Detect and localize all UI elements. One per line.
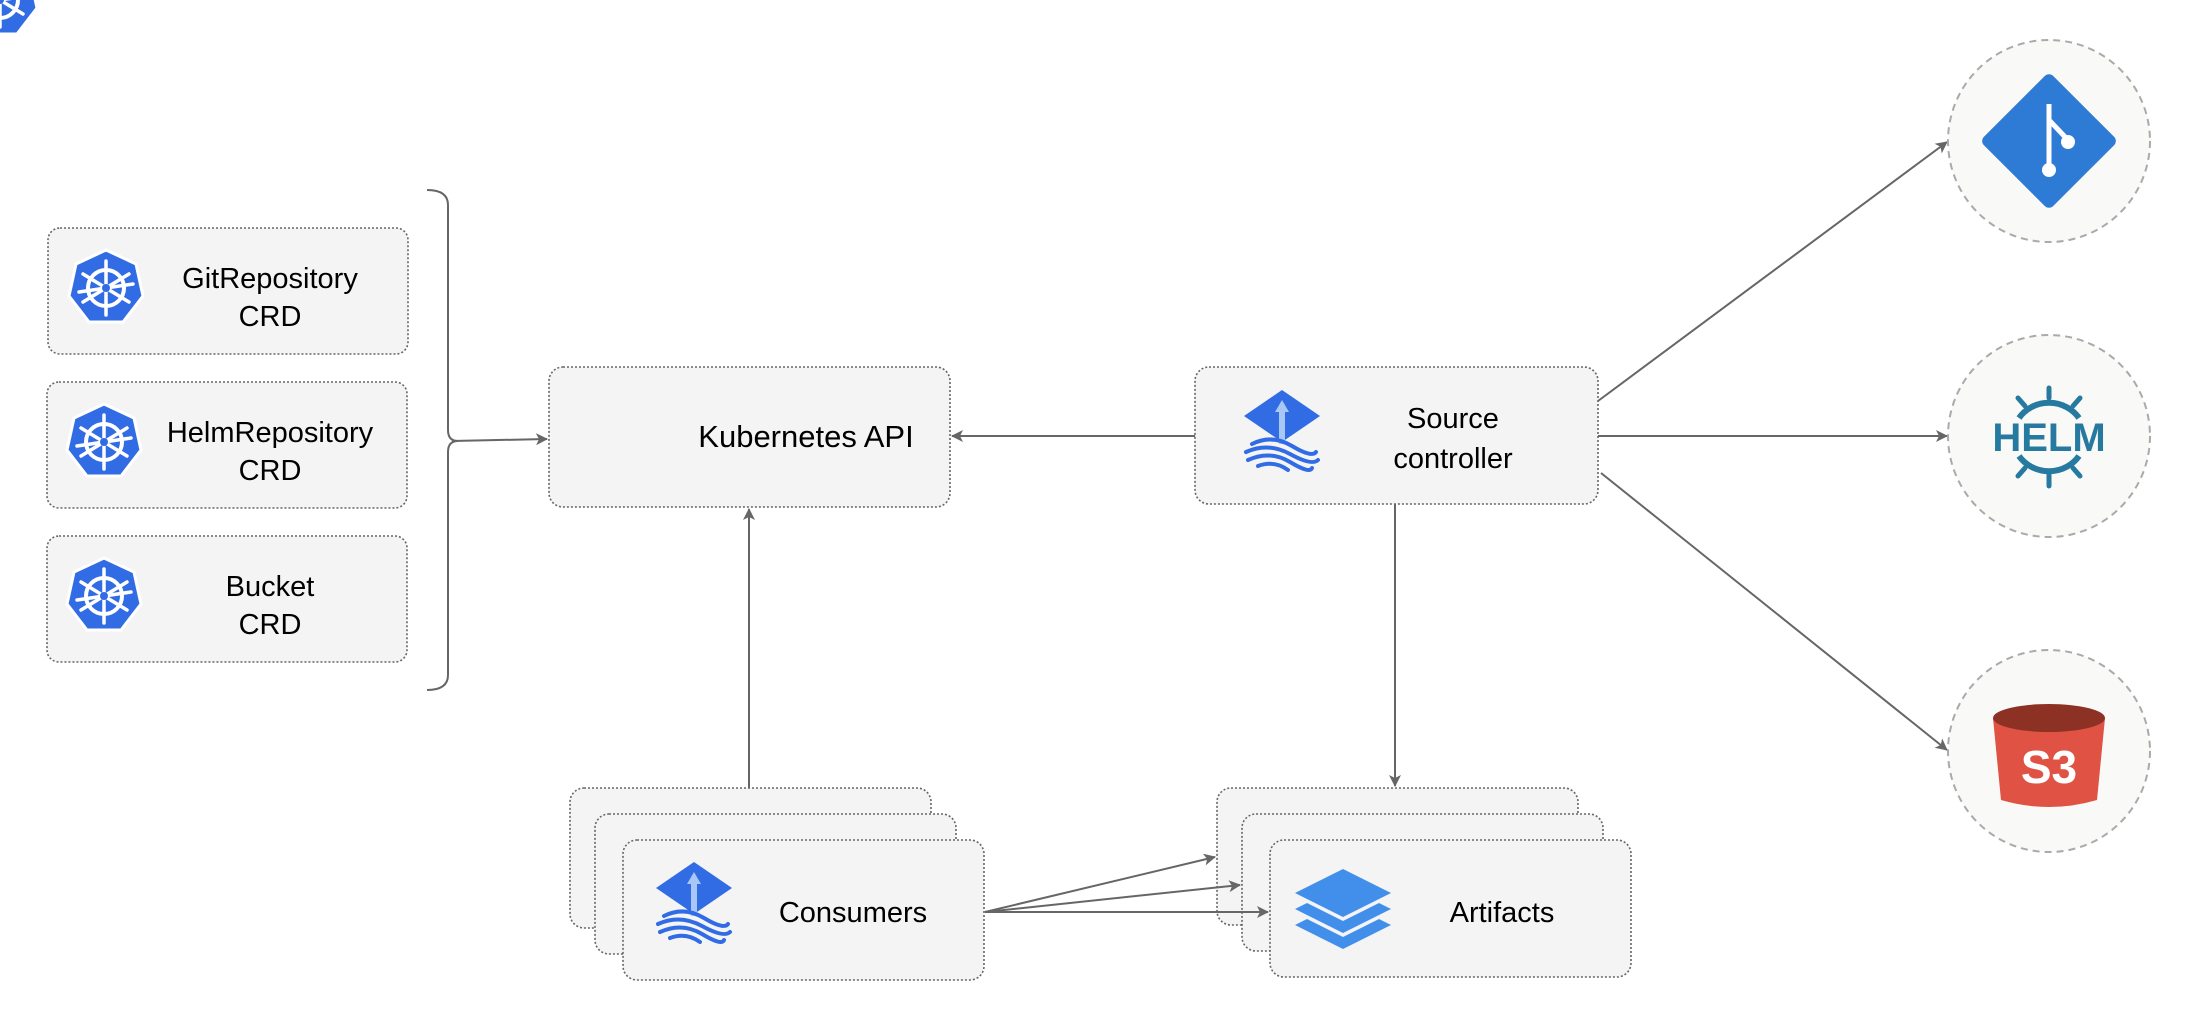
edge-consumers-to-artifact [984, 853, 1216, 913]
crd-label: GitRepository [182, 263, 358, 295]
edge-controller-to-git [1597, 141, 1948, 402]
consumers-to-artifacts-edges [984, 853, 1269, 918]
s3-label: S3 [2021, 741, 2077, 793]
crd-label: HelmRepository [167, 417, 374, 449]
kubernetes-icon [0, 0, 39, 36]
source-controller-node: Source controller [1194, 366, 1599, 505]
artifacts-node: Artifacts [1216, 787, 1632, 978]
crd-gitrepository: GitRepository CRD [47, 227, 409, 355]
kubernetes-api-label: Kubernetes API [698, 419, 913, 454]
s3-bucket-icon: S3 [1993, 704, 2105, 807]
kubernetes-icon [67, 248, 145, 324]
crd-helmrepository: HelmRepository CRD [46, 381, 408, 509]
git-icon [1982, 74, 2116, 208]
crd-label: Bucket [226, 571, 315, 603]
edge-consumers-to-artifact [984, 880, 1241, 913]
edges [426, 141, 1948, 788]
source-controller-label: Source [1407, 403, 1499, 435]
s3-source: S3 [1947, 649, 2151, 853]
git-source [1947, 39, 2151, 243]
kubernetes-icon [65, 402, 143, 478]
helm-source: HELM [1947, 334, 2151, 538]
source-controller-sublabel: controller [1393, 443, 1513, 475]
crd-bucket: Bucket CRD [46, 535, 408, 663]
consumers-label: Consumers [779, 897, 927, 929]
consumers-node: Consumers [569, 787, 985, 981]
artifacts-label: Artifacts [1450, 897, 1555, 929]
kubernetes-api-node: Kubernetes API [0, 0, 951, 508]
crd-sublabel: CRD [239, 301, 302, 333]
kubernetes-icon [65, 556, 143, 632]
helm-label: HELM [1992, 416, 2105, 460]
edge-controller-to-s3 [1600, 472, 1948, 751]
helm-icon: HELM [1992, 385, 2106, 489]
crd-sublabel: CRD [239, 455, 302, 487]
crd-sublabel: CRD [239, 609, 302, 641]
edge-crds-to-api [451, 433, 548, 446]
